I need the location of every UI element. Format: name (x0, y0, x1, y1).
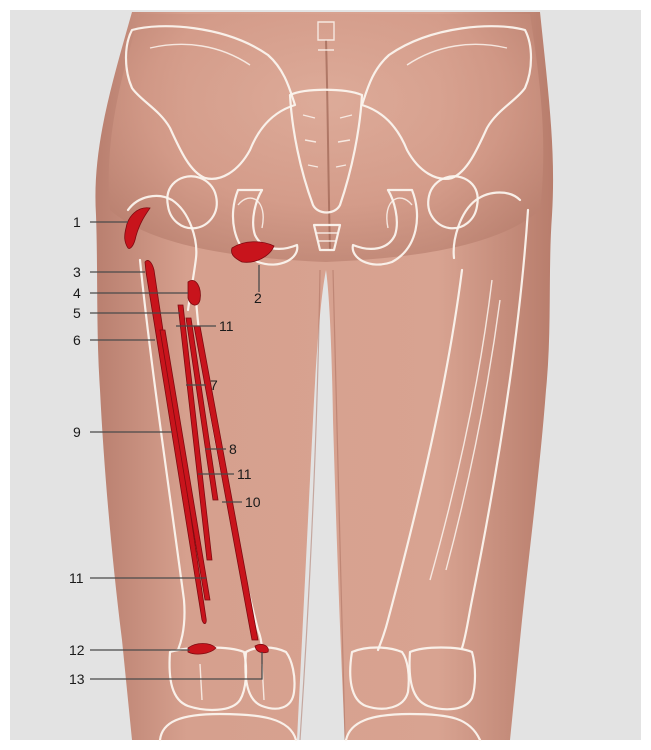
callout-1: 1 (73, 214, 81, 230)
callout-7: 7 (210, 377, 218, 393)
callout-2: 2 (254, 290, 262, 306)
callout-8: 8 (229, 441, 237, 457)
callout-10: 10 (245, 494, 261, 510)
callout-9: 9 (73, 424, 81, 440)
callout-11b: 11 (237, 466, 252, 482)
callout-4: 4 (73, 285, 81, 301)
callout-3: 3 (73, 264, 81, 280)
callout-11c: 11 (69, 570, 84, 586)
callout-11a: 11 (219, 318, 234, 334)
callout-12: 12 (69, 642, 85, 658)
callout-5: 5 (73, 305, 81, 321)
callout-6: 6 (73, 332, 81, 348)
callout-13: 13 (69, 671, 85, 687)
